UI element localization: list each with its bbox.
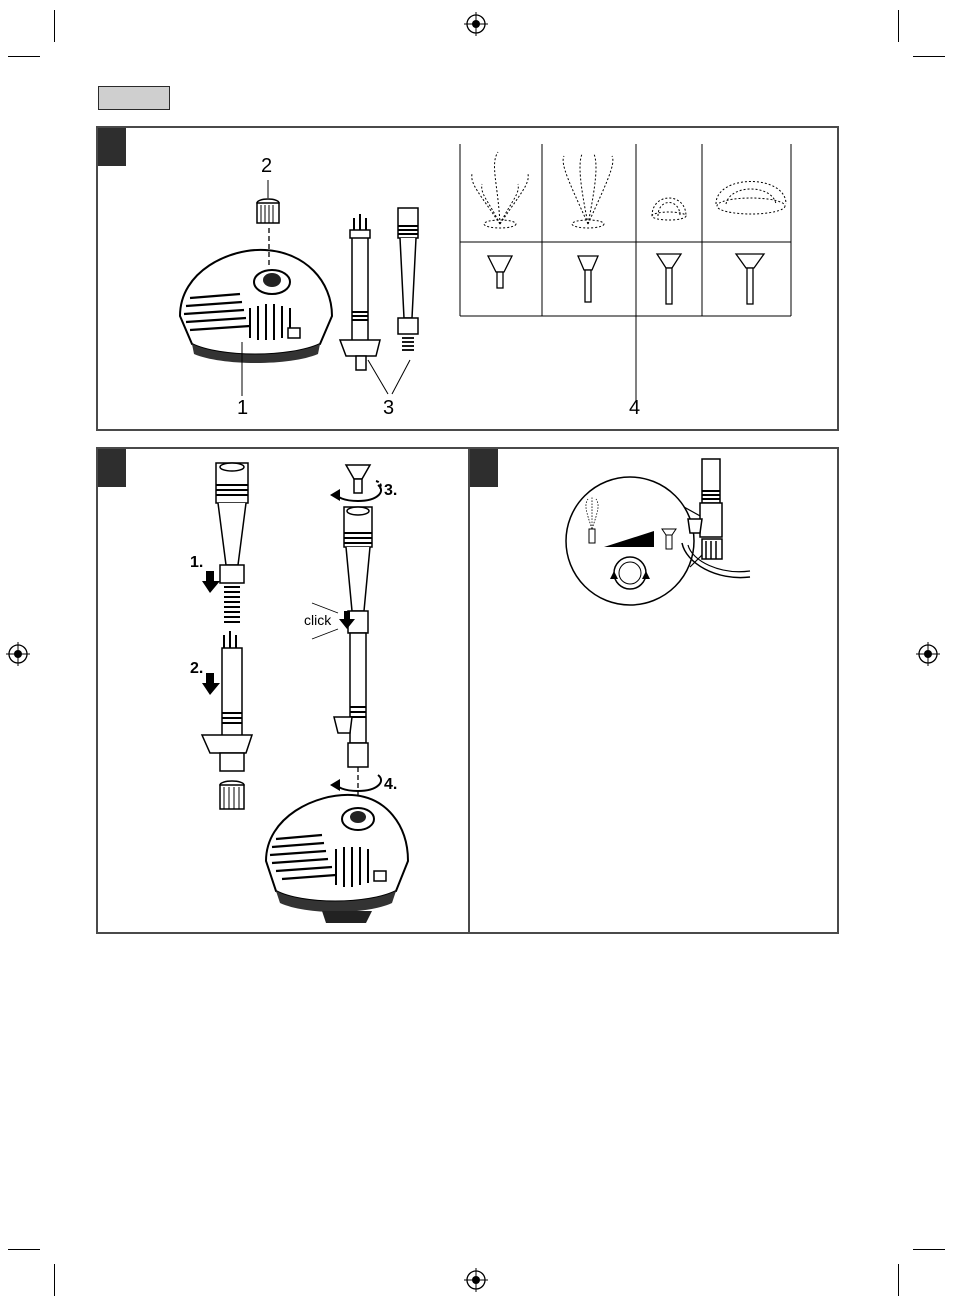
callout-3: 3 (383, 398, 394, 418)
step-2-label: 2. (190, 661, 203, 677)
extension-tube-icon (202, 463, 262, 823)
figure-b-panel: 1. 2. 3. click 4. (96, 447, 470, 934)
crop-mark-bottom-right-v (898, 1264, 899, 1296)
figure-c-panel (468, 447, 839, 934)
registration-mark-icon (916, 642, 940, 666)
crop-mark-bottom-left-v (54, 1264, 55, 1296)
crop-mark-bottom-left-h (8, 1249, 40, 1250)
down-arrow-icon (202, 571, 222, 593)
flow-regulator-detail (556, 459, 806, 609)
language-box (98, 86, 170, 110)
down-arrow-icon (202, 673, 222, 695)
crop-mark-top-right-v (898, 10, 899, 42)
crop-mark-top-left-v (54, 10, 55, 42)
callout-2: 2 (261, 156, 272, 176)
callout-lines (98, 128, 841, 433)
callout-1: 1 (237, 398, 248, 418)
rotate-arrow-icon (330, 477, 386, 507)
registration-mark-icon (464, 1268, 488, 1292)
figure-tab (470, 449, 498, 487)
registration-mark-icon (6, 642, 30, 666)
click-label: click (304, 613, 331, 627)
step-1-label: 1. (190, 555, 203, 571)
crop-mark-top-left-h (8, 56, 40, 57)
callout-4: 4 (629, 398, 640, 418)
figure-a-panel: 1 2 3 4 (96, 126, 839, 431)
crop-mark-top-right-h (913, 56, 945, 57)
figure-tab (98, 449, 126, 487)
registration-mark-icon (464, 12, 488, 36)
pump-icon (262, 789, 412, 929)
crop-mark-bottom-right-h (913, 1249, 945, 1250)
step-3-label: 3. (384, 483, 397, 499)
